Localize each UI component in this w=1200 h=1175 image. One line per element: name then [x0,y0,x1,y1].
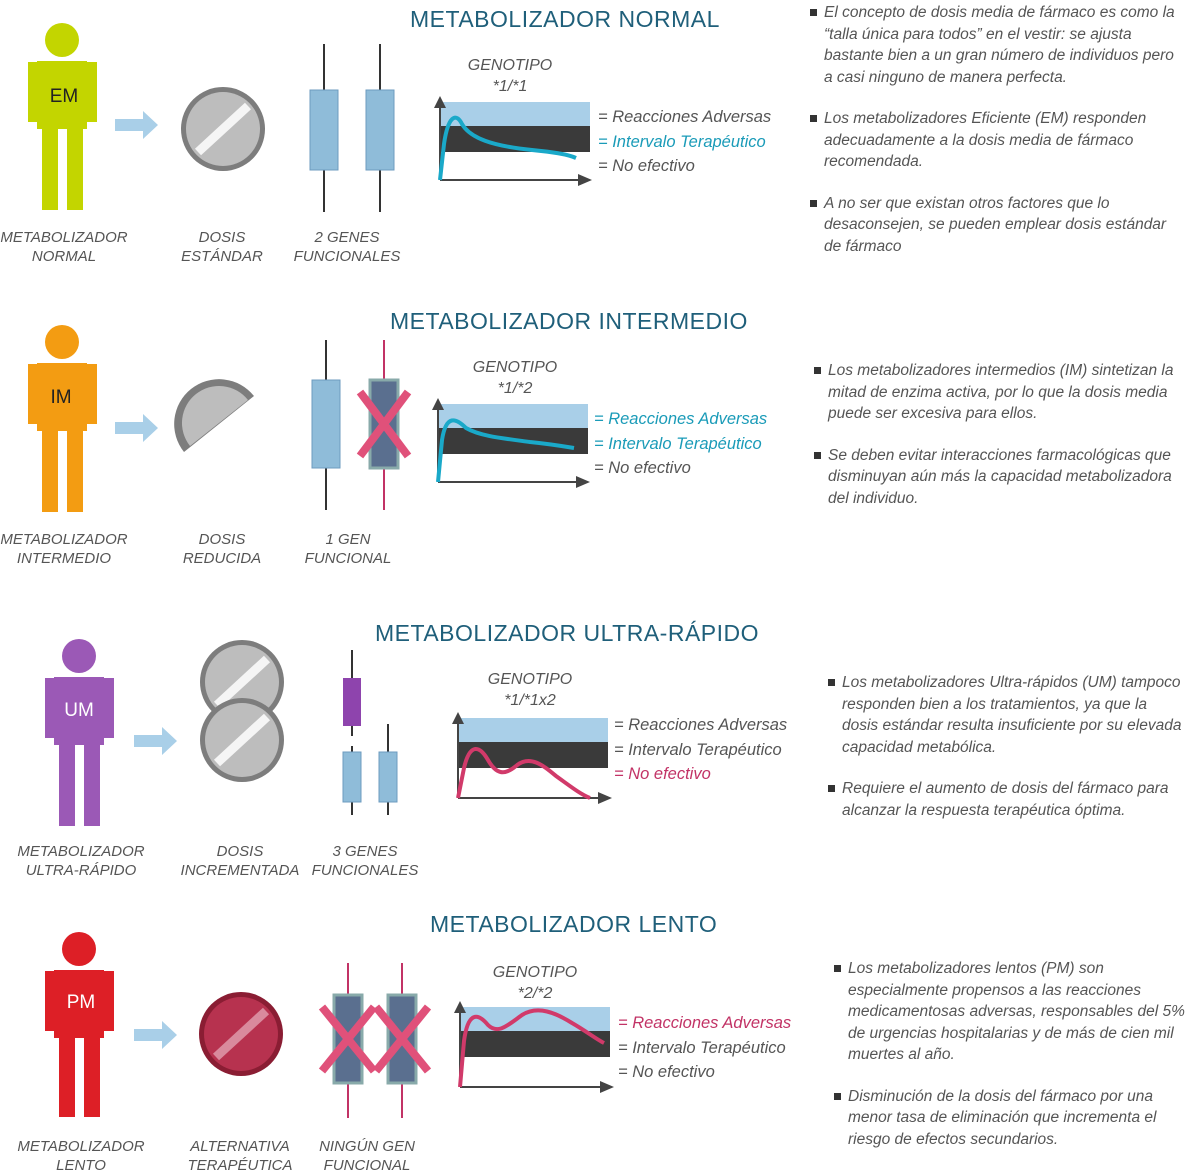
person-label: METABOLIZADOR NORMAL [0,229,128,265]
person-label: METABOLIZADOR ULTRA-RÁPIDO [17,843,145,879]
genotype-label: GENOTIPO *1/*1x2 [487,671,573,709]
bullet-item: A no ser que existan otros factores que … [810,193,1180,258]
person-label: METABOLIZADOR LENTO [17,1138,145,1174]
concentration-chart [434,96,592,186]
dose-label: DOSIS INCREMENTADA [180,843,300,879]
metabolizer-badge: IM [50,387,72,408]
person-label: METABOLIZADOR INTERMEDIO [0,531,128,567]
person-figure [28,325,97,512]
metabolizer-badge: PM [66,992,96,1013]
genes-label: 1 GEN FUNCIONAL [304,531,392,567]
genes-label: NINGÚN GEN FUNCIONAL [319,1138,415,1174]
person-figure [45,932,114,1117]
arrow-icon [115,414,158,442]
bullet-item: Disminución de la dosis del fármaco por … [834,1086,1194,1151]
chart-legend: = Reacciones Adversas = Intervalo Terapé… [598,108,772,175]
section-lento: METABOLIZADOR LENTO PM METABOLIZADOR LEN… [0,905,1200,1175]
section-title: METABOLIZADOR NORMAL [410,6,720,32]
bullet-item: Los metabolizadores intermedios (IM) sin… [814,360,1174,425]
pill-icon [181,87,265,171]
genes-label: 3 GENES FUNCIONALES [311,843,419,879]
genotype-label: GENOTIPO *1/*2 [472,359,558,397]
description-list: Los metabolizadores lentos (PM) son espe… [834,958,1194,1170]
concentration-chart [452,712,612,804]
metabolizer-badge: EM [49,86,79,107]
chart-legend: = Reacciones Adversas = Intervalo Terapé… [594,410,768,477]
bullet-item: Requiere el aumento de dosis del fármaco… [828,778,1184,821]
chart-legend: = Reacciones Adversas = Intervalo Terapé… [614,716,788,783]
metabolizer-badge: UM [64,700,94,721]
arrow-icon [134,727,177,755]
half-pill-icon [174,379,254,452]
genotype-label: GENOTIPO *1/*1 [467,57,553,95]
gene-icon [311,340,412,510]
dose-label: DOSIS REDUCIDA [182,531,262,567]
gene-icon [318,963,432,1118]
double-pill-icon [200,640,284,782]
description-list: Los metabolizadores Ultra-rápidos (UM) t… [828,672,1184,841]
bullet-item: Se deben evitar interacciones farmacológ… [814,445,1174,510]
section-intermedio: METABOLIZADOR INTERMEDIO IM METABOLIZADO… [0,300,1200,590]
person-figure [28,23,97,210]
bullet-item: Los metabolizadores Eficiente (EM) respo… [810,108,1180,173]
arrow-icon [115,111,158,139]
section-title: METABOLIZADOR ULTRA-RÁPIDO [375,620,760,646]
concentration-chart [432,398,590,488]
section-normal: METABOLIZADOR NORMAL EM METABOLIZADOR NO… [0,0,1200,290]
description-list: El concepto de dosis media de fármaco es… [810,2,1180,277]
section-title: METABOLIZADOR LENTO [430,911,718,937]
concentration-chart [454,1001,614,1093]
bullet-item: Los metabolizadores lentos (PM) son espe… [834,958,1194,1066]
chart-legend: = Reacciones Adversas = Intervalo Terapé… [618,1014,792,1081]
dose-label: ALTERNATIVA TERAPÉUTICA [187,1138,293,1174]
alternative-pill-icon [199,992,283,1076]
gene-icon [342,650,398,815]
gene-icon [309,44,395,212]
description-list: Los metabolizadores intermedios (IM) sin… [814,360,1174,529]
arrow-icon [134,1021,177,1049]
dose-label: DOSIS ESTÁNDAR [181,229,263,265]
genes-label: 2 GENES FUNCIONALES [293,229,401,265]
bullet-item: Los metabolizadores Ultra-rápidos (UM) t… [828,672,1184,758]
section-ultrarapido: METABOLIZADOR ULTRA-RÁPIDO UM METABOLIZA… [0,610,1200,900]
genotype-label: GENOTIPO *2/*2 [492,964,578,1002]
section-title: METABOLIZADOR INTERMEDIO [390,308,748,334]
person-figure [45,639,114,826]
bullet-item: El concepto de dosis media de fármaco es… [810,2,1180,88]
